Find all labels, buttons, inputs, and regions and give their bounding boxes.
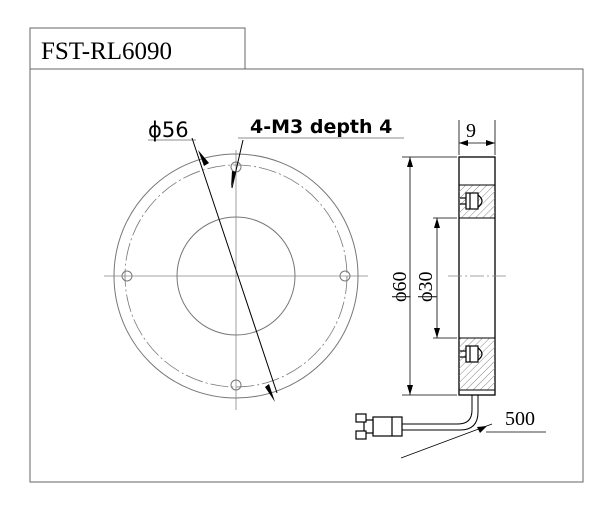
cable-length-dimension: 500 — [400, 408, 546, 459]
diameter-56-dimension: ϕ56 — [148, 118, 278, 402]
part-number-title: FST-RL6090 — [41, 38, 172, 65]
led-symbol-lower — [460, 345, 483, 363]
side-view — [355, 156, 507, 440]
hole-callout: 4-M3 depth 4 — [231, 116, 404, 189]
cable-length-label: 500 — [505, 408, 535, 430]
outer-diameter-label: ϕ60 — [389, 271, 411, 302]
outer-ring-circle — [113, 153, 359, 399]
title-block: FST-RL6090 — [29, 27, 246, 70]
title-box — [29, 27, 246, 70]
mount-hole-right — [339, 270, 351, 282]
cable-length-leader — [400, 423, 493, 459]
led-symbol-upper — [460, 192, 483, 210]
mount-hole-left — [121, 270, 133, 282]
drawing-frame — [29, 68, 584, 483]
cable — [402, 395, 479, 431]
hole-callout-label: 4-M3 depth 4 — [250, 116, 392, 138]
bolt-circle — [124, 164, 348, 388]
inner-diameter-label: ϕ30 — [415, 271, 437, 302]
inner-aperture-circle — [176, 216, 296, 336]
mount-hole-bottom — [230, 379, 242, 391]
hole-callout-leader — [231, 139, 244, 189]
outer-diameter-dimension: ϕ60 — [389, 156, 457, 396]
diameter-56-label: ϕ56 — [148, 118, 189, 142]
thickness-dimension: 9 — [458, 120, 496, 155]
diameter-56-leader — [191, 137, 278, 394]
cable-connector — [355, 413, 403, 440]
inner-diameter-dimension: ϕ30 — [415, 217, 457, 339]
front-view — [104, 150, 368, 410]
thickness-label: 9 — [466, 120, 476, 142]
